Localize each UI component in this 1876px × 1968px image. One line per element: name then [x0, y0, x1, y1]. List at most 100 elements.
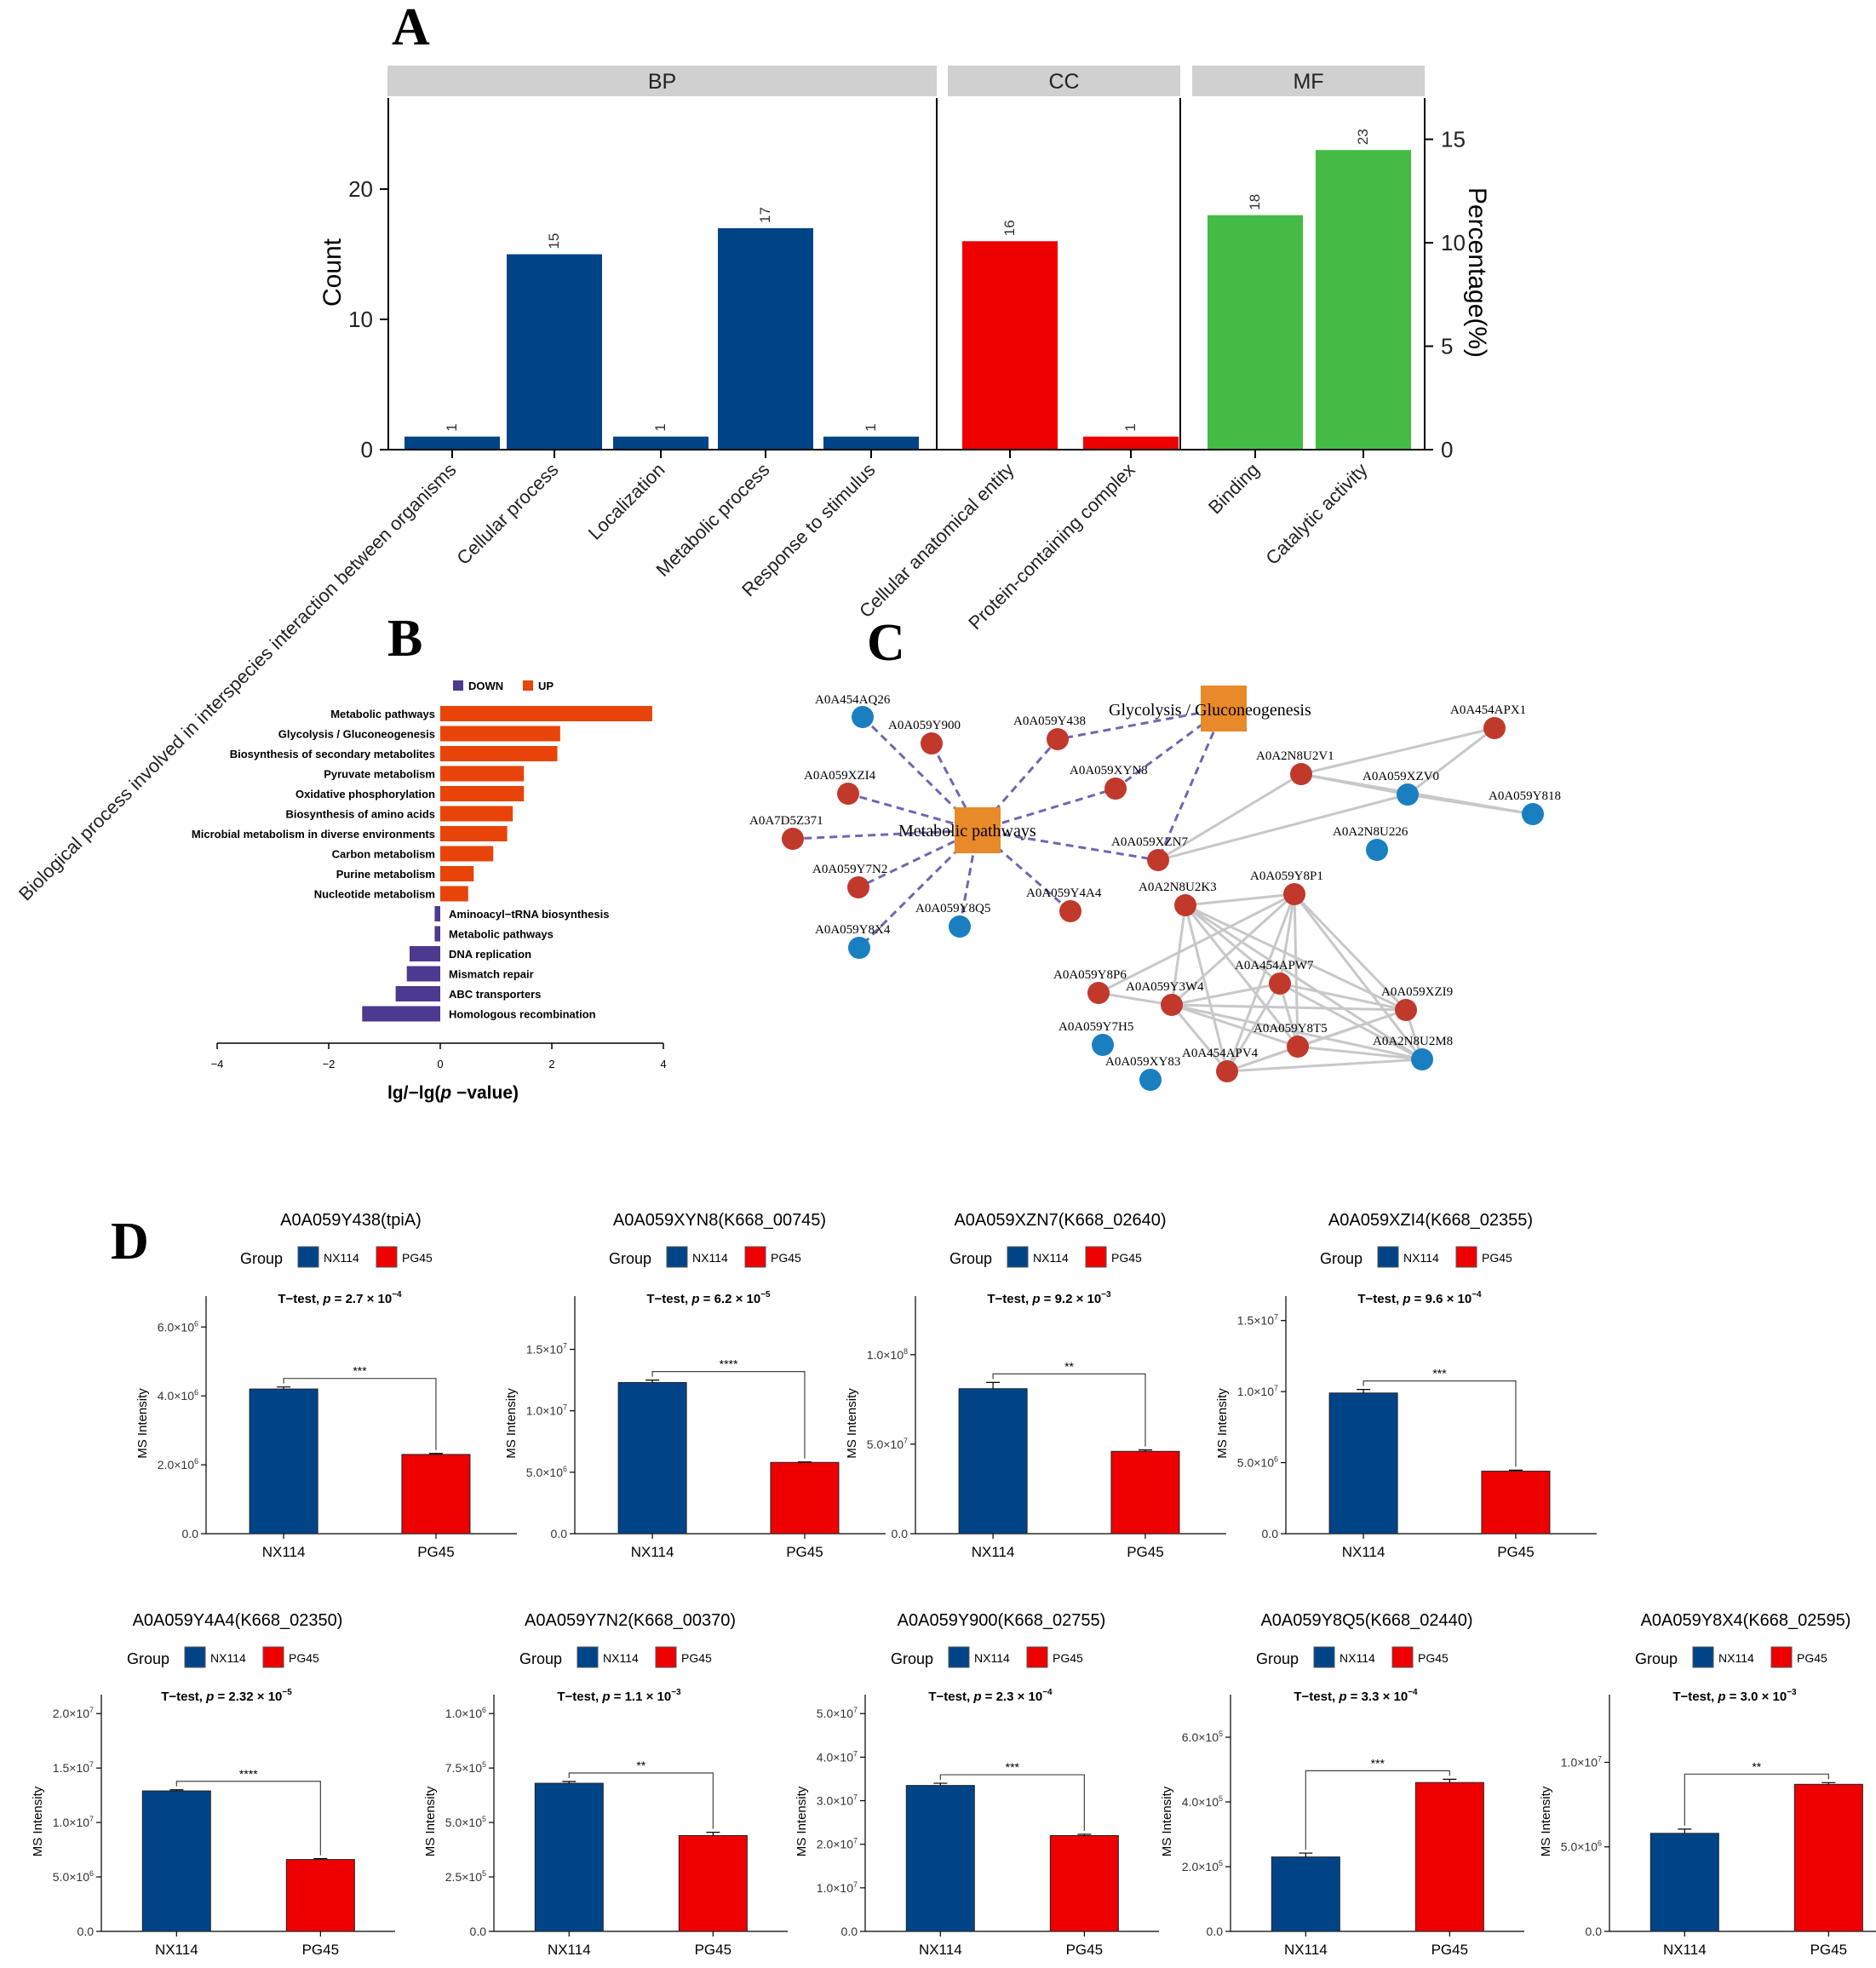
bar-pg45: [1049, 1834, 1119, 1932]
t-test-prefix: T−test,: [987, 1292, 1032, 1306]
bar-down-11: [434, 926, 440, 942]
protein-node-up: [1269, 973, 1291, 995]
legend-label: PG45: [1418, 1651, 1449, 1665]
y-tick-mantissa: 0.0: [551, 1527, 568, 1541]
bar-up-2: [440, 746, 558, 761]
ppi-edge: [1300, 726, 1495, 776]
bar-label: DNA replication: [449, 948, 531, 961]
protein-node-up: [1483, 717, 1506, 739]
t-test-label: T−test, p = 2.7 × 10−4: [278, 1290, 402, 1306]
x-tick-label: NX114: [262, 1544, 306, 1560]
protein-label: A0A059XZI4: [804, 769, 876, 783]
y-tick-label: 0.0: [1207, 1925, 1224, 1938]
significance-stars: **: [636, 1759, 645, 1772]
y-tick-mantissa: 2.0×10: [1182, 1860, 1219, 1873]
protein-node-up: [1161, 994, 1183, 1016]
bar-nx114: [534, 1782, 604, 1932]
y-tick-label: 1.5×107: [1237, 1313, 1278, 1328]
legend-title: Group: [1635, 1650, 1678, 1667]
y-tick-label: 0.0: [470, 1925, 487, 1938]
y-tick-mantissa: 1.0×10: [1561, 1755, 1598, 1769]
ppi-edge: [1184, 904, 1299, 1047]
x-tick-label: 4: [660, 1058, 666, 1070]
protein-node-up: [1047, 728, 1069, 750]
y-tick-mantissa: 2.0×10: [817, 1838, 853, 1851]
protein-label: A0A059Y818: [1489, 789, 1561, 803]
ppi-edge: [1184, 904, 1229, 1072]
subplot-title: A0A059XYN8(K668_00745): [613, 1211, 826, 1230]
legend-label: NX114: [1340, 1651, 1375, 1665]
bar-pg45: [770, 1461, 840, 1535]
t-test-label: T−test, p = 1.1 × 10−3: [557, 1688, 681, 1704]
y-tick-mantissa: 0.0: [1586, 1925, 1603, 1938]
y-tick-exponent: 5: [1219, 1859, 1223, 1868]
panel-letter-b: B: [387, 610, 422, 668]
significance-stars: ***: [1371, 1756, 1385, 1770]
y-tick-exponent: 7: [1274, 1313, 1278, 1322]
legend-swatch-pg45: [1391, 1646, 1414, 1668]
t-test-prefix: T−test,: [928, 1690, 973, 1704]
bar-mf-0: [1208, 215, 1303, 450]
y-tick-label: 2.0×107: [53, 1706, 94, 1720]
p-exponent: −4: [1408, 1688, 1418, 1697]
ppi-edge: [1170, 904, 1187, 1006]
y-tick-label: 0.0: [1586, 1925, 1603, 1938]
y-tick-label: 0: [361, 437, 373, 462]
y2-tick-label: 5: [1441, 334, 1453, 359]
y-tick-exponent: 7: [89, 1706, 94, 1714]
pathway-node: [955, 807, 1001, 853]
ppi-edge: [1098, 991, 1173, 1007]
significance-bracket: [1363, 1380, 1517, 1467]
ppi-edge: [1226, 1045, 1299, 1073]
y-tick-exponent: 6: [1598, 1839, 1602, 1848]
bar-nx114: [141, 1790, 211, 1932]
y2-tick-label: 10: [1441, 230, 1466, 255]
subplot-title: A0A059Y8Q5(K668_02440): [1260, 1611, 1472, 1630]
y-tick-label: 5.0×105: [445, 1815, 486, 1829]
y-axis-title: Count: [318, 238, 347, 307]
facet-strip-cc: [948, 66, 1180, 96]
y-tick-exponent: 8: [904, 1347, 908, 1356]
bar-pg45: [401, 1454, 471, 1535]
legend-title: Group: [519, 1650, 562, 1667]
bar-cc-1: [1083, 436, 1179, 450]
y-tick-mantissa: 0.0: [1262, 1527, 1279, 1541]
ppi-edge: [1407, 726, 1495, 796]
protein-node-down: [852, 706, 874, 728]
p-symbol: p: [972, 1690, 981, 1704]
protein-label: A0A059XYN8: [1070, 764, 1148, 777]
x-tick-label: NX114: [1284, 1942, 1328, 1958]
y-tick-mantissa: 2.0×10: [53, 1707, 89, 1720]
ppi-edge: [1225, 893, 1296, 1072]
significance-stars: ***: [1006, 1760, 1020, 1774]
bar-pg45: [1793, 1783, 1863, 1932]
y-tick-label: 2.5×105: [445, 1869, 486, 1884]
y-tick-exponent: 6: [194, 1319, 198, 1328]
y-tick-label: 10: [348, 307, 373, 332]
legend-swatch-nx114: [1007, 1246, 1029, 1268]
pathway-edge: [847, 792, 978, 832]
p-exponent: −4: [1042, 1688, 1053, 1697]
protein-node-up: [1147, 849, 1169, 871]
legend-swatch-nx114: [666, 1246, 688, 1268]
protein-node-up: [1104, 777, 1127, 800]
significance-stars: **: [1064, 1359, 1074, 1373]
y-tick-label: 5.0×106: [1561, 1839, 1602, 1854]
y-tick-mantissa: 5.0×10: [445, 1816, 482, 1829]
y-tick-label: 1.0×107: [1237, 1384, 1278, 1398]
subplot-title: A0A059Y438(tpiA): [280, 1211, 422, 1230]
protein-node-up: [847, 876, 869, 898]
y-tick-label: 4.0×105: [1182, 1794, 1223, 1809]
significance-stars: ****: [720, 1357, 738, 1371]
y-axis-title: MS Intensity: [795, 1786, 809, 1856]
bar-up-0: [440, 706, 652, 721]
ppi-edge: [1098, 892, 1295, 995]
legend-label: PG45: [289, 1651, 319, 1665]
y-tick-label: 1.0×106: [445, 1706, 486, 1720]
protein-node-down: [949, 915, 971, 938]
bar-label: Glycolysis / Gluconeogenesis: [278, 728, 435, 741]
legend-swatch-nx114: [1692, 1646, 1714, 1668]
legend-label: PG45: [1053, 1651, 1083, 1665]
